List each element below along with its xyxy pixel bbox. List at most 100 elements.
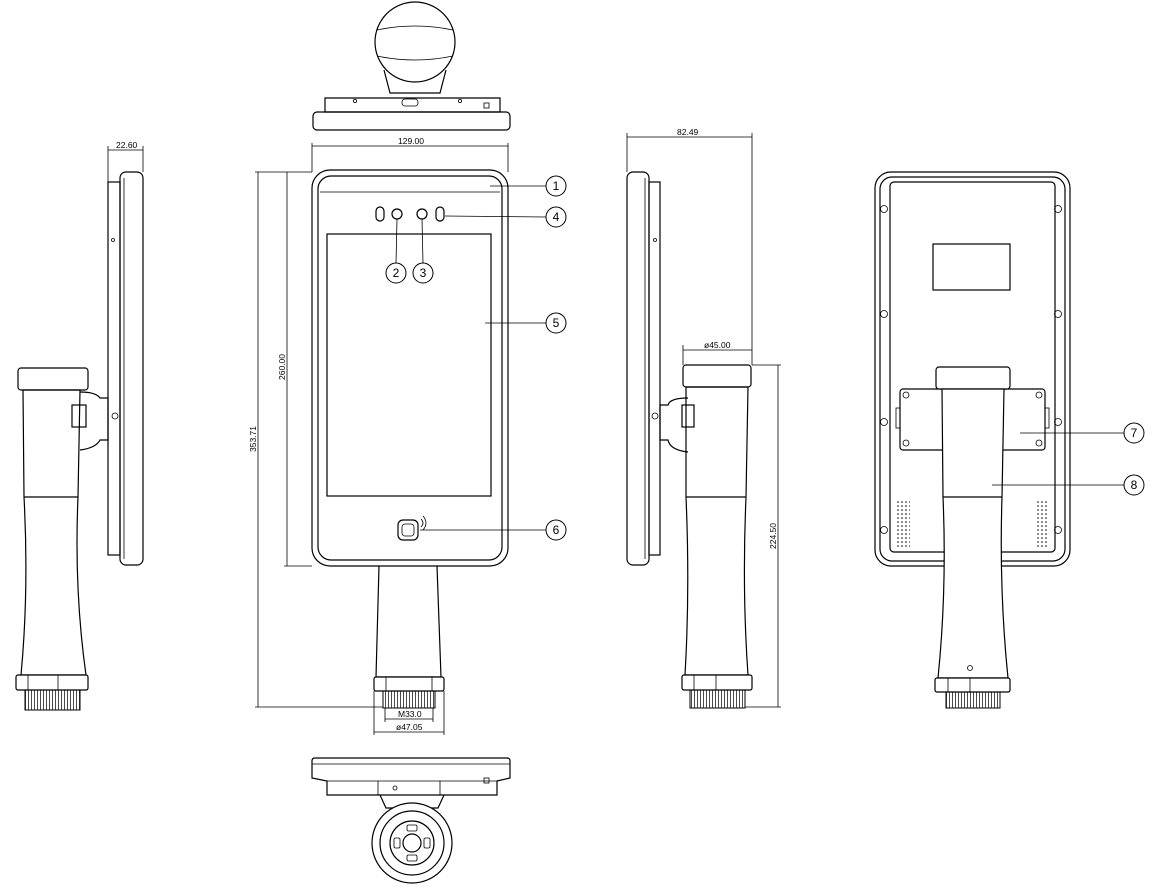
top-view-pole-circle [374,1,456,83]
top-view [312,1,511,131]
left-panel-back [107,181,121,556]
right-panel-back [648,181,661,556]
callout-3-label: 3 [420,266,427,280]
screw-icon [1054,310,1062,318]
callout-1: 1 [545,175,567,197]
top-view-slot [401,98,419,107]
left-pole-body [20,389,87,676]
dim-pole-height-label: 224.50 [768,523,778,549]
callout-8: 8 [1123,474,1145,496]
right-panel-dot [653,238,657,242]
bottom-connector-ring [389,820,435,866]
leader-3 [421,218,424,264]
callout-2: 2 [385,262,407,284]
callout-4: 4 [545,206,567,228]
left-side-view: 22.60 [15,140,144,711]
dim-panel-height-label: 260.00 [277,354,287,380]
top-view-tab [483,102,490,109]
bottom-plate [311,757,511,796]
dim-depth-left-label: 22.60 [116,140,138,150]
front-pole-thread [382,690,436,709]
mount-screw-icon [1035,391,1043,399]
top-view-band-lower [376,55,454,61]
top-view-hole-left [352,99,357,104]
connector-pin-top [406,824,418,832]
callout-2-label: 2 [393,266,400,280]
bottom-pole-outer [371,802,453,884]
screw-icon [880,205,888,213]
back-pole-body [937,388,1009,679]
callout-5-label: 5 [553,316,560,330]
dim-total-height-label: 353.71 [248,426,258,452]
screw-icon [880,526,888,534]
front-view: 129.00 260.00 353.71 M33.0 ø47.05 1 [248,136,567,735]
card-reader-icon [397,519,419,541]
card-reader-wave-b [422,515,427,531]
dim-depth-right-label: 82.49 [677,127,699,137]
callout-6-label: 6 [553,523,560,537]
card-reader-wave-a [420,518,424,528]
right-side-view: 82.49 ø45.00 224.50 [626,127,781,709]
top-view-hole-right [457,99,462,104]
connector-pin-bottom [406,854,418,862]
back-view: 7 8 [874,171,1145,709]
speaker-grille-left [897,500,910,548]
sensor-pill-left [375,206,385,222]
sensor-pill-right [435,206,445,222]
dim-base-diameter-label: ø47.05 [396,722,423,732]
camera-right-lens [416,208,428,220]
right-pole-body [684,386,749,676]
bottom-plate-hole [392,785,398,791]
left-bracket [79,391,109,451]
right-pole-cap [682,364,752,388]
screw-icon [1054,526,1062,534]
callout-3: 3 [412,262,434,284]
front-panel-inner [317,175,503,561]
right-pole-base [681,674,753,691]
top-view-neck [383,69,447,94]
mount-plate-tab-left [895,407,901,429]
left-pole-base [15,674,89,691]
right-panel-mount-screw [651,412,659,420]
speaker-grille-right [1035,500,1048,548]
right-pole-thread [689,689,746,709]
bottom-view [311,757,511,884]
leader-4 [444,215,547,218]
back-pole-hole [967,665,973,671]
mount-screw-icon [902,391,910,399]
mount-screw-icon [1035,439,1043,447]
connector-pin-right [423,837,431,849]
callout-8-label: 8 [1131,478,1138,492]
bottom-pole-ring [379,810,445,876]
camera-left-lens [391,208,403,220]
back-pole-cap [935,366,1011,390]
left-panel-mount-screw [111,412,119,420]
left-panel-front [119,171,144,566]
mount-plate-tab-right [1044,407,1050,429]
right-bracket [659,397,689,453]
front-pole-body [375,565,442,678]
leader-2 [395,218,398,264]
left-pole-cap [17,367,89,391]
dim-width-label: 129.00 [398,136,424,146]
back-pole-thread [945,691,1001,709]
right-bracket-block [681,404,695,428]
top-view-plate-lower [312,111,511,131]
callout-1-label: 1 [553,179,560,193]
callout-4-label: 4 [553,210,560,224]
back-screws [880,205,1062,534]
connector-pin-left [393,837,401,849]
callout-6: 6 [545,519,567,541]
front-panel-outer [311,169,509,567]
callout-7-label: 7 [1131,426,1138,440]
screw-icon [1054,418,1062,426]
mount-screw-icon [902,439,910,447]
dim-thread-label: M33.0 [398,709,422,719]
screw-icon [880,310,888,318]
card-reader-inner [401,523,415,537]
back-label-area [932,243,1011,291]
left-pole-thread [24,689,81,711]
callout-7: 7 [1123,422,1145,444]
back-pole-base [934,677,1011,693]
